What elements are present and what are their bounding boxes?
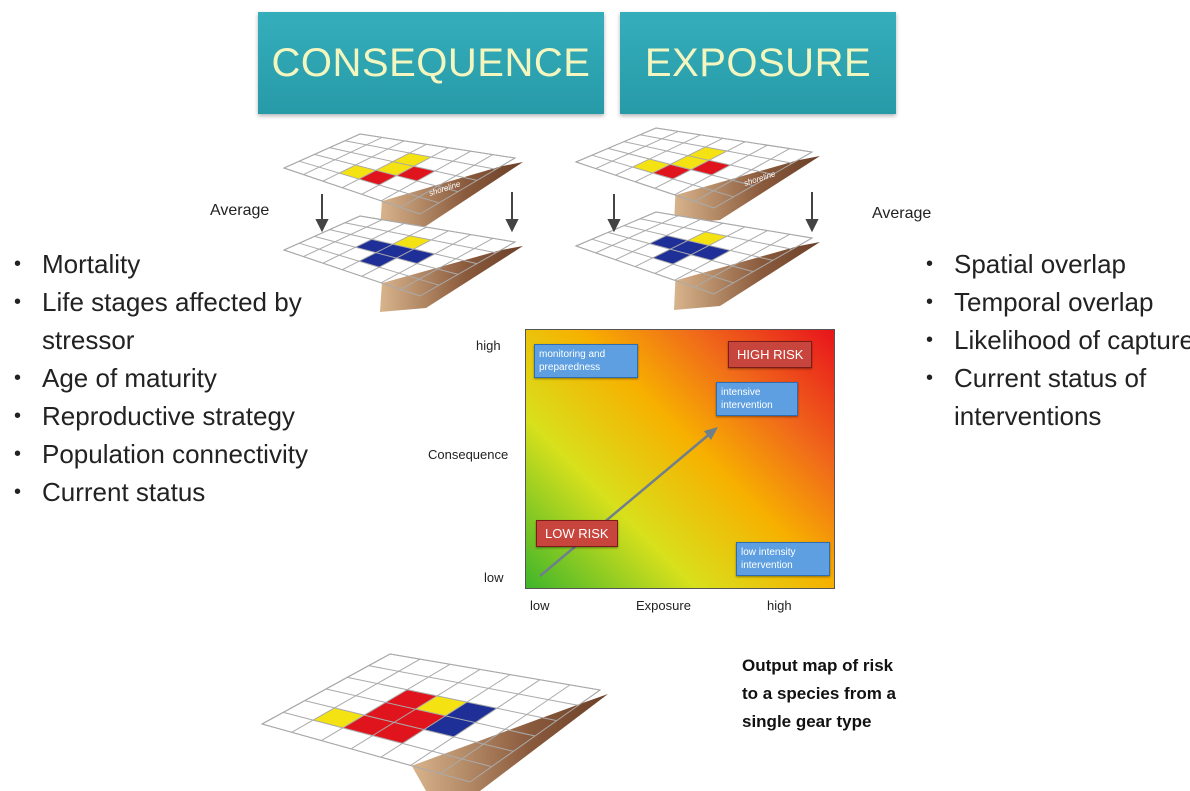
grid-cell-yellow xyxy=(392,235,432,250)
grid-cell-yellow xyxy=(415,695,467,716)
grid-cell-blue xyxy=(396,249,435,264)
x-axis-high: high xyxy=(767,598,792,613)
factor-current-status-interventions: Current status of interventions xyxy=(926,359,1190,435)
grid-cell-red xyxy=(364,702,416,723)
exposure-grid-top xyxy=(574,127,820,224)
grid-cell-red xyxy=(372,722,424,744)
grid-cell-yellow xyxy=(687,146,728,161)
grid-cell-blue xyxy=(375,244,414,259)
y-axis-label: Consequence xyxy=(428,447,509,462)
box-high-risk: HIGH RISK xyxy=(728,341,813,368)
factor-reproductive-strategy: Reproductive strategy xyxy=(14,397,342,435)
output-label-line-2: to a species from a xyxy=(742,684,897,703)
grid-cell-red xyxy=(652,164,691,179)
grid-cell-blue xyxy=(690,245,731,261)
average-label-left: Average xyxy=(210,202,270,219)
grid-cell-red xyxy=(394,709,446,730)
exposure-factor-list: Spatial overlap Temporal overlap Likelih… xyxy=(924,245,1190,435)
consequence-factor-list: Mortality Life stages affected by stress… xyxy=(12,245,342,511)
y-axis-low: low xyxy=(484,570,504,585)
risk-matrix: monitoring and preparedness HIGH RISK in… xyxy=(525,329,835,589)
factor-spatial-overlap: Spatial overlap xyxy=(926,245,1190,283)
exposure-header: EXPOSURE xyxy=(620,12,896,114)
grid-cell-yellow xyxy=(375,161,414,176)
output-map-label: Output map of risk to a species from a s… xyxy=(742,652,896,736)
average-arrows xyxy=(315,192,819,233)
factor-temporal-overlap: Temporal overlap xyxy=(926,283,1190,321)
x-axis-label: Exposure xyxy=(636,598,691,613)
factor-population-connectivity: Population connectivity xyxy=(14,435,342,473)
consequence-grid-average xyxy=(282,215,523,312)
factor-age-of-maturity: Age of maturity xyxy=(14,359,342,397)
box-low-risk: LOW RISK xyxy=(536,520,618,547)
exposure-grid-average xyxy=(574,211,820,310)
box-monitoring: monitoring and preparedness xyxy=(534,344,638,378)
grid-cell-blue xyxy=(423,715,476,737)
factor-likelihood-of-capture: Likelihood of capture xyxy=(926,321,1190,359)
grid-cell-yellow xyxy=(670,155,710,170)
grid-cell-yellow xyxy=(687,231,728,246)
output-label-line-1: Output map of risk xyxy=(742,656,894,675)
consequence-header: CONSEQUENCE xyxy=(258,12,604,114)
consequence-grid-top xyxy=(282,133,523,230)
box-intensive: intensive intervention xyxy=(716,382,798,416)
exposure-header-text: EXPOSURE xyxy=(644,40,872,85)
output-risk-grid xyxy=(260,653,608,791)
grid-cell-yellow xyxy=(392,152,432,167)
average-label-right: Average xyxy=(872,205,932,222)
grid-cell-red xyxy=(396,166,435,181)
y-axis-high: high xyxy=(476,338,501,353)
factor-mortality: Mortality xyxy=(14,245,342,283)
factor-current-status: Current status xyxy=(14,473,342,511)
grid-cell-red xyxy=(385,689,438,710)
risk-trend-arrow xyxy=(539,427,718,577)
consequence-header-text: CONSEQUENCE xyxy=(271,40,591,85)
grid-cell-blue xyxy=(670,240,710,255)
box-low-intensity: low intensity intervention xyxy=(736,542,830,576)
output-label-line-3: single gear type xyxy=(742,712,872,731)
factor-life-stages: Life stages affected by stressor xyxy=(14,283,342,359)
grid-cell-red xyxy=(690,160,731,175)
grid-cell-blue xyxy=(445,702,497,723)
x-axis-low: low xyxy=(530,598,550,613)
